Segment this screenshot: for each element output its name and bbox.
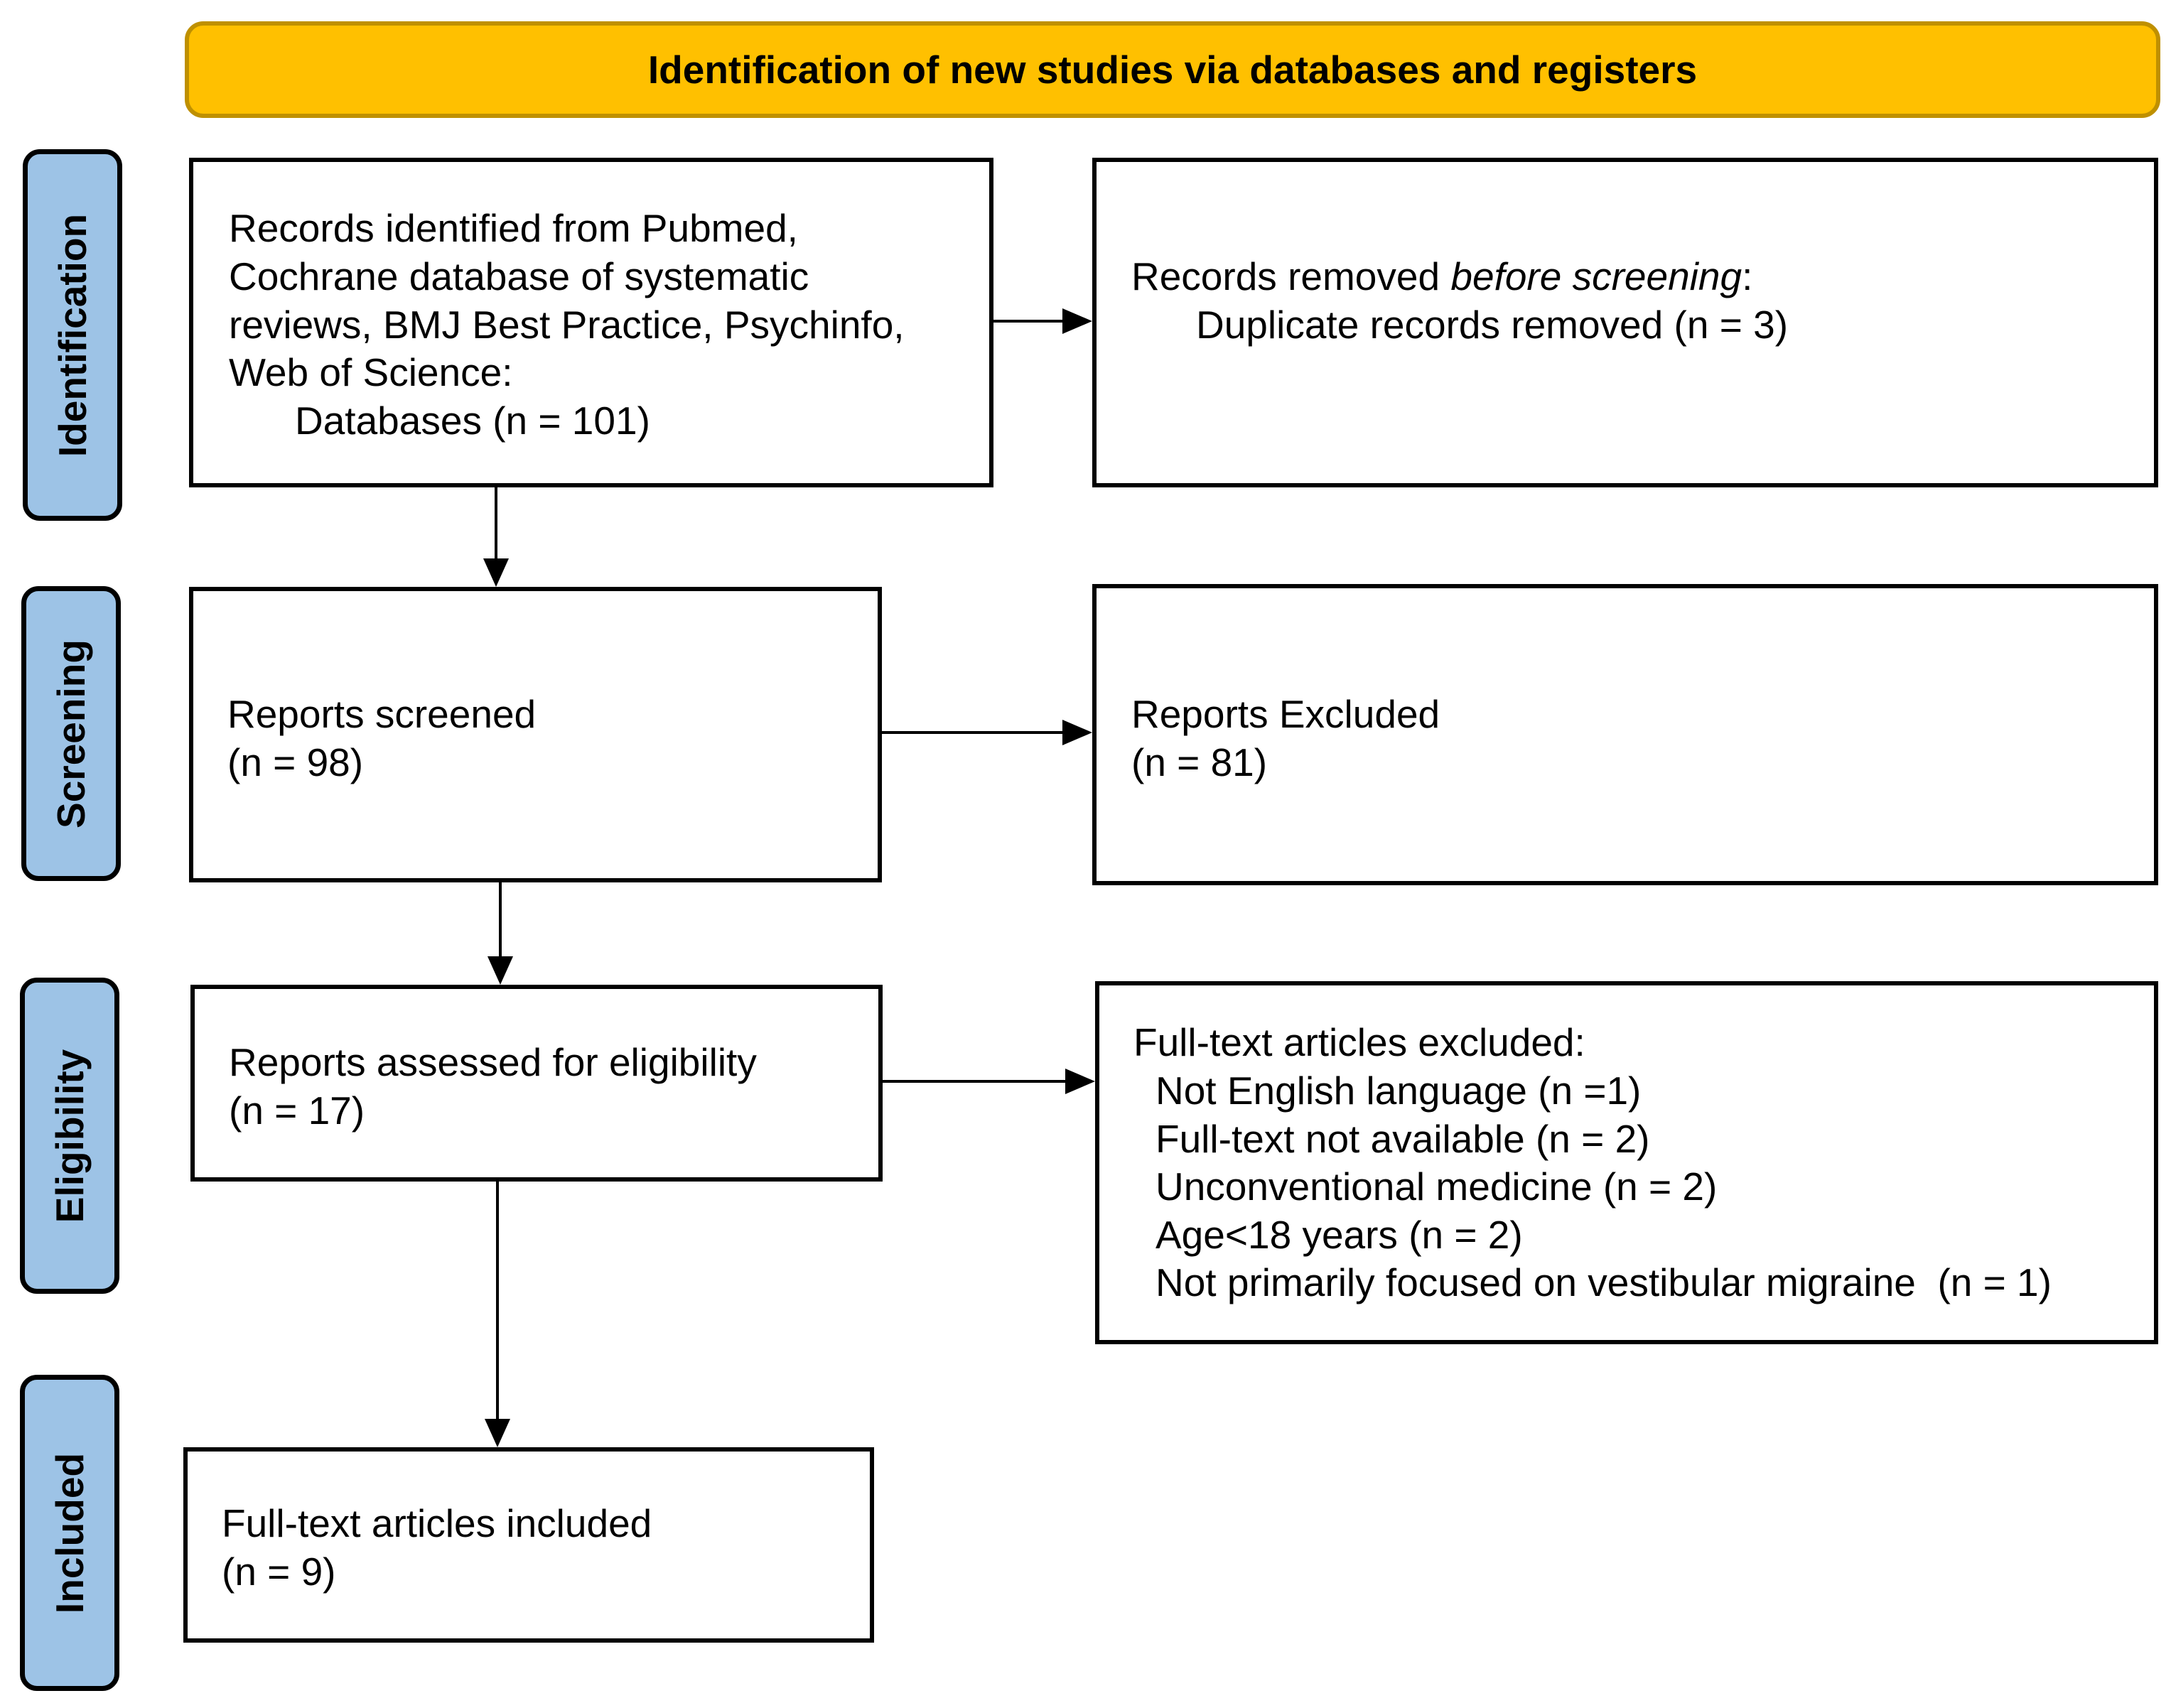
reports-assessed-line2: (n = 17)	[229, 1088, 365, 1133]
reports-excluded-line1: Reports Excluded	[1131, 692, 1440, 736]
header-banner: Identification of new studies via databa…	[185, 21, 2160, 118]
phase-label-screening: Screening	[21, 586, 121, 881]
fulltext-included-line1: Full-text articles included	[222, 1501, 652, 1545]
arrowhead-right-icon	[1062, 720, 1092, 745]
records-identified-line1: Records identified from Pubmed,	[229, 206, 798, 250]
banner-title: Identification of new studies via databa…	[647, 48, 1698, 92]
fulltext-excluded-reason: Age<18 years (n = 2)	[1155, 1213, 1523, 1257]
fulltext-excluded-reason: Not primarily focused on vestibular migr…	[1155, 1260, 2052, 1304]
records-identified-line4: Web of Science:	[229, 350, 513, 394]
phase-label-included: Included	[20, 1375, 119, 1691]
arrowhead-right-icon	[1062, 308, 1092, 334]
phase-label-identification: Identification	[23, 149, 122, 521]
arrowhead-down-icon	[487, 956, 513, 985]
reports-screened-line2: (n = 98)	[227, 740, 364, 784]
reports-excluded-box	[1092, 584, 2158, 885]
records-identified-line5: Databases (n = 101)	[295, 399, 650, 443]
records-removed-box	[1092, 158, 2158, 487]
records-identified-line3: reviews, BMJ Best Practice, Psychinfo,	[229, 303, 905, 347]
records-removed-line1: Records removed before screening:	[1131, 252, 1752, 301]
fulltext-excluded-reason: Not English language (n =1)	[1155, 1069, 1642, 1113]
fulltext-excluded-heading: Full-text articles excluded:	[1133, 1020, 1585, 1064]
fulltext-included-line2: (n = 9)	[222, 1550, 336, 1594]
arrowhead-down-icon	[485, 1419, 510, 1447]
arrowhead-down-icon	[483, 558, 509, 587]
reports-assessed-box	[190, 985, 883, 1182]
arrowhead-right-icon	[1065, 1069, 1095, 1094]
fulltext-included-box	[183, 1447, 874, 1643]
records-removed-emphasis: before screening	[1450, 254, 1742, 298]
records-identified-box	[189, 158, 993, 487]
fulltext-excluded-reason: Full-text not available (n = 2)	[1155, 1117, 1650, 1161]
records-removed-suffix: :	[1742, 254, 1753, 298]
reports-assessed-line1: Reports assessed for eligibility	[229, 1040, 757, 1084]
fulltext-excluded-box	[1095, 981, 2158, 1344]
records-removed-line2: Duplicate records removed (n = 3)	[1196, 303, 1789, 347]
reports-screened-line1: Reports screened	[227, 692, 537, 736]
records-identified-line2: Cochrane database of systematic	[229, 254, 809, 298]
records-removed-prefix: Records removed	[1131, 254, 1451, 298]
fulltext-excluded-reason: Unconventional medicine (n = 2)	[1155, 1164, 1718, 1209]
reports-screened-box	[189, 587, 882, 882]
phase-label-eligibility: Eligibility	[20, 978, 119, 1294]
reports-excluded-line2: (n = 81)	[1131, 740, 1268, 784]
